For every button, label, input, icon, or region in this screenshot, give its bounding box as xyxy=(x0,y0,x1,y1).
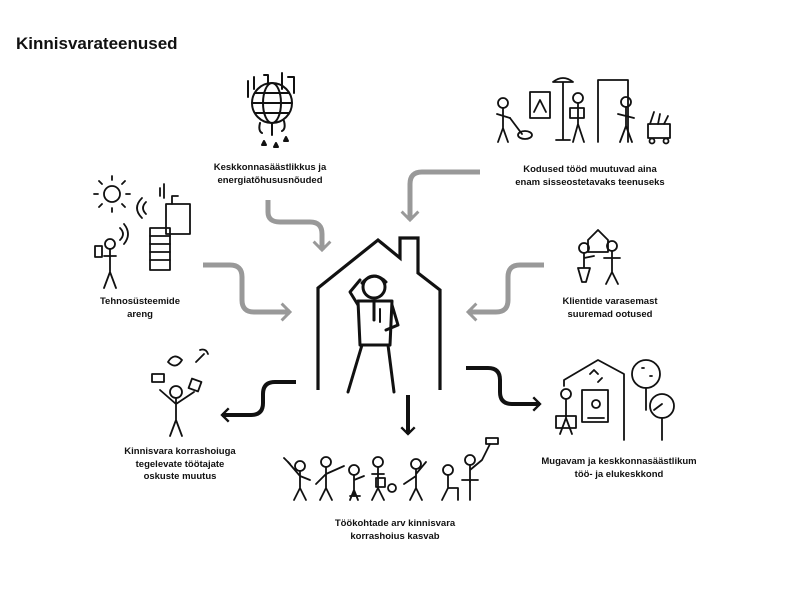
page-title: Kinnisvarateenused xyxy=(16,34,178,53)
arrow-from-environment xyxy=(265,200,332,253)
arrow-from-tech xyxy=(203,262,293,322)
label-skills: Kinnisvara korrashoiuga tegelevate tööta… xyxy=(124,446,236,482)
arrow-to-living xyxy=(466,366,542,412)
tech-buildings-icon xyxy=(93,175,191,289)
arrow-from-home-tasks xyxy=(400,169,480,223)
label-tech: Tehnosüsteemide areng xyxy=(99,296,181,320)
skilled-worker-tools-icon xyxy=(151,348,209,437)
arrow-from-clients xyxy=(465,262,544,322)
arrow-to-skills xyxy=(220,380,296,423)
household-workers-icon xyxy=(496,77,671,145)
green-home-icon xyxy=(555,359,675,441)
clients-couple-icon xyxy=(577,229,621,285)
incoming-arrows xyxy=(203,169,544,322)
label-home-tasks: Kodused tööd muutuvad aina enam sisseost… xyxy=(515,164,665,188)
label-clients: Klientide varasemast suuremad ootused xyxy=(562,296,658,320)
central-house-icon xyxy=(316,236,442,390)
globe-city-icon xyxy=(247,72,295,148)
label-environment: Keskkonnasäästlikkus ja energiatõhususnõ… xyxy=(213,162,327,186)
label-jobs: Töökohtade arv kinnisvara korrashoius ka… xyxy=(334,518,456,542)
worker-figure-icon xyxy=(346,274,400,394)
outgoing-arrows xyxy=(220,366,542,436)
label-living: Mugavam ja keskkonnasäästlikum töö- ja e… xyxy=(541,456,697,480)
worker-group-icon xyxy=(283,437,499,501)
